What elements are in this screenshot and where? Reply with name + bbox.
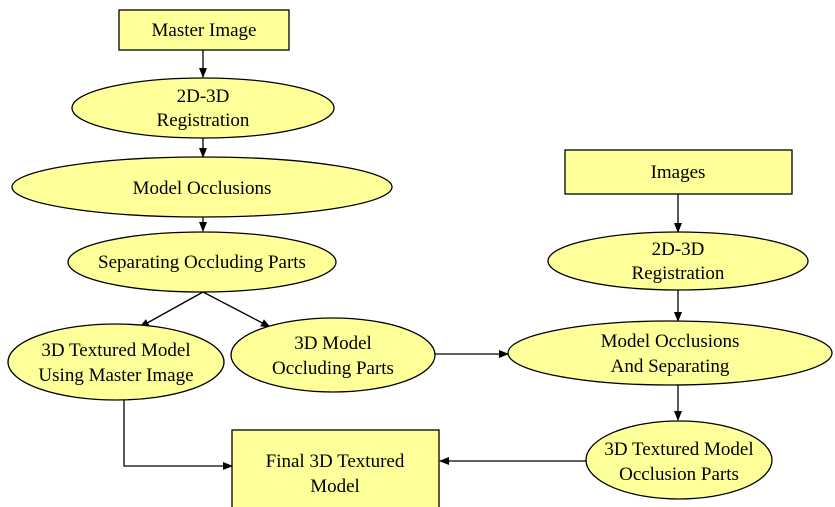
node-label-line-1: Final 3D Textured <box>266 451 405 472</box>
node-label-line-1: 3D Model <box>294 333 372 354</box>
node-label: Master Image <box>152 20 257 41</box>
edge-separating-to-textured-master <box>139 291 204 328</box>
edges <box>123 50 682 470</box>
node-label-line-2: Model <box>310 476 360 497</box>
node-master-image: Master Image <box>118 9 290 51</box>
node-label-line-1: 2D-3D <box>177 86 230 107</box>
node-label: Separating Occluding Parts <box>98 252 306 273</box>
node-label: Images <box>651 162 706 183</box>
node-label-line-2: Occluding Parts <box>272 358 394 379</box>
node-model-occluding-parts: 3D Model Occluding Parts <box>230 317 436 393</box>
node-images: Images <box>564 149 793 195</box>
node-model-occlusions: Model Occlusions <box>11 156 393 218</box>
edge-separating-to-occluding-parts <box>202 291 271 328</box>
node-label-line-1: 3D Textured Model <box>41 340 190 361</box>
node-label-line-1: 3D Textured Model <box>604 439 753 460</box>
node-textured-model-occlusion: 3D Textured Model Occlusion Parts <box>585 420 773 500</box>
node-separating-occluding-parts: Separating Occluding Parts <box>67 231 337 293</box>
node-label-line-1: 2D-3D <box>652 239 705 260</box>
node-label-line-2: Registration <box>157 110 250 131</box>
node-registration-left: 2D-3D Registration <box>71 77 335 139</box>
node-registration-right: 2D-3D Registration <box>547 231 809 291</box>
node-textured-model-master: 3D Textured Model Using Master Image <box>7 323 225 401</box>
node-final-textured-model: Final 3D Textured Model <box>231 429 440 507</box>
node-label-line-2: And Separating <box>611 356 730 377</box>
node-label-line-1: Model Occlusions <box>601 331 740 352</box>
node-label: Model Occlusions <box>133 178 272 199</box>
node-label-line-2: Using Master Image <box>38 365 193 386</box>
edge-textured-master-to-final <box>123 400 233 470</box>
node-model-occlusions-separating: Model Occlusions And Separating <box>507 320 833 386</box>
node-label-line-2: Registration <box>632 263 725 284</box>
node-label-line-2: Occlusion Parts <box>619 464 739 485</box>
